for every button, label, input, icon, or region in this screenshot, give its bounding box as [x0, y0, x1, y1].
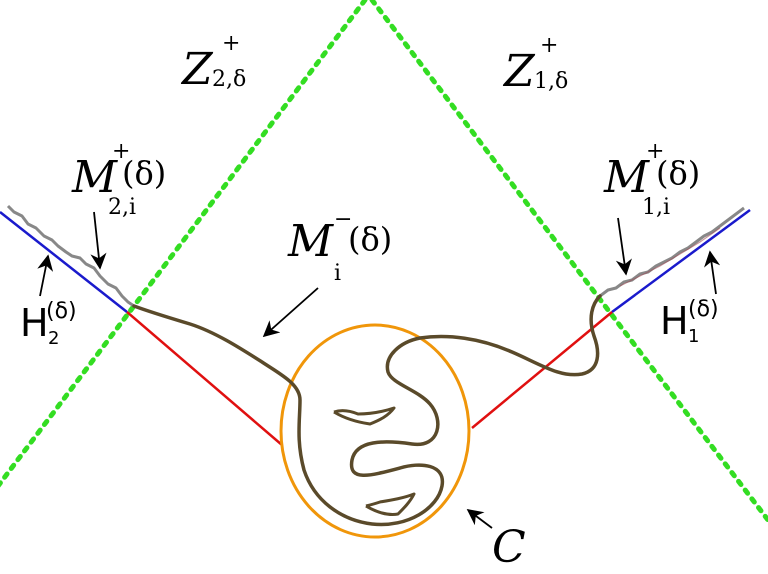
right-red-segment [471, 311, 613, 429]
svg-text:M: M [71, 152, 118, 203]
svg-text:1,δ: 1,δ [534, 69, 568, 94]
main-brown-curve [132, 294, 602, 527]
arrow-c [466, 509, 493, 529]
svg-text:H: H [20, 301, 49, 345]
svg-text:i: i [334, 261, 341, 286]
arrow-m1 [615, 217, 632, 276]
svg-text:(δ): (δ) [46, 299, 77, 324]
svg-text:M: M [287, 216, 334, 267]
left-red-segment [126, 311, 283, 446]
arrow-h1 [704, 250, 721, 295]
label-mi: M − (δ) i [287, 207, 392, 286]
svg-text:1,i: 1,i [642, 195, 670, 220]
svg-text:+: + [646, 139, 664, 164]
svg-text:Z: Z [180, 44, 214, 95]
svg-text:+: + [222, 31, 240, 56]
svg-text:1: 1 [688, 326, 699, 347]
svg-text:2,i: 2,i [108, 195, 136, 220]
left-dotted-boundary [0, 0, 368, 488]
label-h2: H (δ) 2 [20, 299, 77, 349]
svg-text:+: + [112, 139, 130, 164]
svg-text:(δ): (δ) [348, 220, 392, 258]
label-m1: M + (δ) 1,i [603, 139, 700, 220]
svg-text:2: 2 [48, 328, 59, 349]
label-c: C [492, 522, 526, 573]
right-rough-curve-accent [619, 227, 721, 287]
arrow-m2 [90, 211, 107, 270]
svg-text:−: − [334, 207, 352, 232]
inner-curve-upper [333, 406, 396, 426]
svg-text:H: H [660, 299, 689, 343]
label-z2: Z + 2,δ [180, 31, 246, 95]
right-rough-curve [599, 206, 745, 298]
svg-text:Z: Z [502, 46, 536, 97]
svg-text:2,δ: 2,δ [212, 67, 246, 92]
label-m2: M + (δ) 2,i [71, 139, 166, 220]
left-rough-curve [6, 204, 135, 308]
left-blue-line [0, 211, 128, 313]
svg-text:+: + [540, 33, 558, 58]
label-z1: Z + 1,δ [502, 33, 568, 97]
svg-text:(δ): (δ) [122, 154, 166, 192]
inner-curve-lower [365, 492, 416, 516]
svg-text:(δ): (δ) [656, 154, 700, 192]
svg-text:(δ): (δ) [688, 297, 719, 322]
arrow-h2 [37, 254, 54, 297]
label-h1: H (δ) 1 [660, 297, 719, 347]
right-blue-line [611, 208, 751, 314]
right-dotted-boundary [369, 0, 768, 523]
region-c-ellipse [279, 323, 471, 539]
svg-text:M: M [603, 152, 650, 203]
arrow-mi [262, 287, 319, 338]
